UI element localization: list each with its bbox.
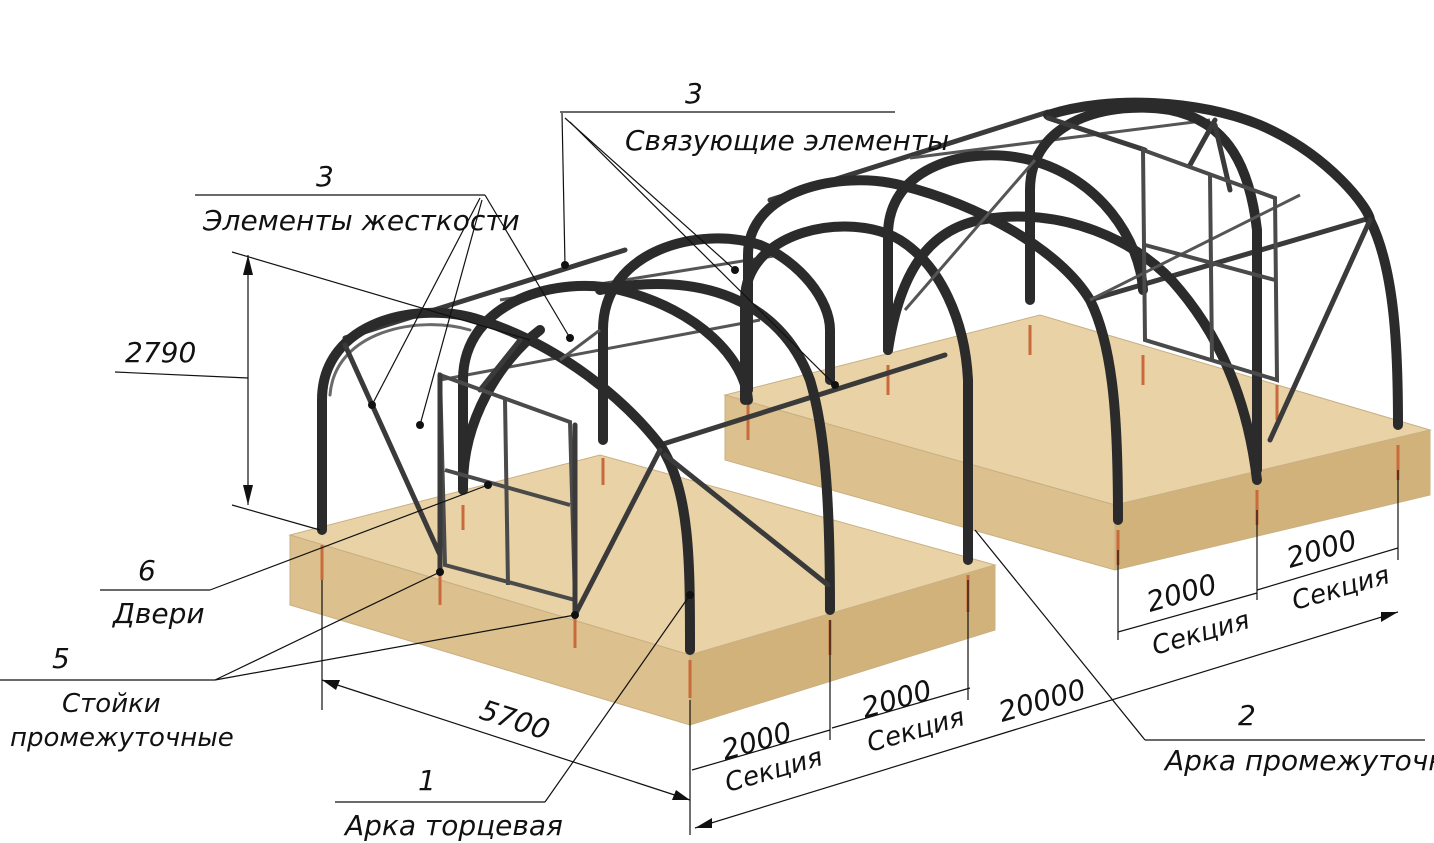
leader-lines <box>0 111 1425 803</box>
connecting-number: 3 <box>685 77 703 110</box>
posts-number: 5 <box>52 642 70 675</box>
end-arch-label: Арка торцевая <box>343 809 563 842</box>
length-dimension: 20000 <box>995 672 1090 728</box>
stiffeners-label: Элементы жесткости <box>202 204 520 237</box>
back-greenhouse-frame <box>743 97 1403 525</box>
height-dimension: 2790 <box>125 336 196 369</box>
dimension-lines <box>114 251 1399 835</box>
posts-label-line1: Стойки <box>62 689 161 719</box>
connecting-label: Связующие элементы <box>625 124 949 157</box>
doors-label: Двери <box>111 597 205 630</box>
stiffeners-number: 3 <box>316 160 334 193</box>
width-dimension: 5700 <box>476 693 554 746</box>
section-back-b-value: 2000 <box>1283 523 1361 574</box>
posts-label-line2: промежуточные <box>10 723 234 753</box>
section-back-a-value: 2000 <box>1143 567 1221 618</box>
intermediate-arch-number: 2 <box>1238 699 1256 732</box>
doors-number: 6 <box>138 554 156 587</box>
end-arch-number: 1 <box>418 764 436 797</box>
intermediate-arch-label: Арка промежуточная <box>1163 744 1434 777</box>
